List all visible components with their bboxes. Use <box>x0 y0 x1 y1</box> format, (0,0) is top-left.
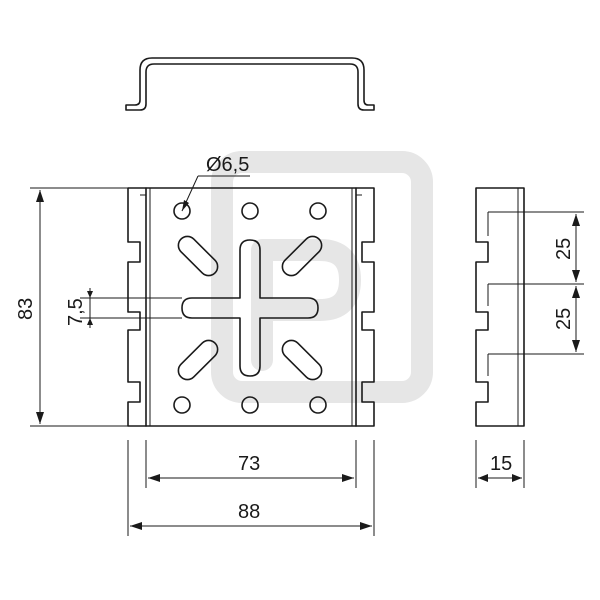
dim-total-height: 83 <box>15 187 128 427</box>
dim-inner-width: 73 <box>145 440 357 488</box>
label-inner-width: 73 <box>238 453 260 475</box>
side-profile <box>475 187 525 427</box>
plate-outline <box>145 187 357 427</box>
side-view <box>475 187 525 427</box>
hole <box>241 202 259 220</box>
dim-pitch: 25 25 <box>518 211 584 355</box>
front-view <box>127 187 375 427</box>
hole <box>241 396 259 414</box>
right-comb <box>355 187 375 427</box>
label-total-height: 83 <box>15 298 37 320</box>
diagonal-slot <box>281 339 323 381</box>
label-total-width: 88 <box>238 501 260 523</box>
watermark-logo <box>211 151 433 403</box>
dim-depth: 15 <box>475 440 525 488</box>
label-pitch-2: 25 <box>553 308 575 330</box>
hole <box>173 396 191 414</box>
label-slot-width: 7,5 <box>65 298 87 326</box>
dim-hole-diameter: Ø6,5 <box>181 154 250 212</box>
diagonal-slot <box>177 339 219 381</box>
label-pitch-1: 25 <box>553 238 575 260</box>
diagonal-slot <box>177 235 219 277</box>
hole <box>173 202 191 220</box>
dim-slot-width: 7,5 <box>65 288 182 328</box>
left-comb <box>127 187 147 427</box>
label-depth: 15 <box>490 453 512 475</box>
dim-total-width: 88 <box>127 440 375 536</box>
diagonal-slot <box>281 235 323 277</box>
top-view-profile <box>125 57 375 111</box>
hole <box>309 396 327 414</box>
label-hole-diameter: Ø6,5 <box>206 154 249 176</box>
hole <box>309 202 327 220</box>
cross-slot <box>181 239 319 377</box>
